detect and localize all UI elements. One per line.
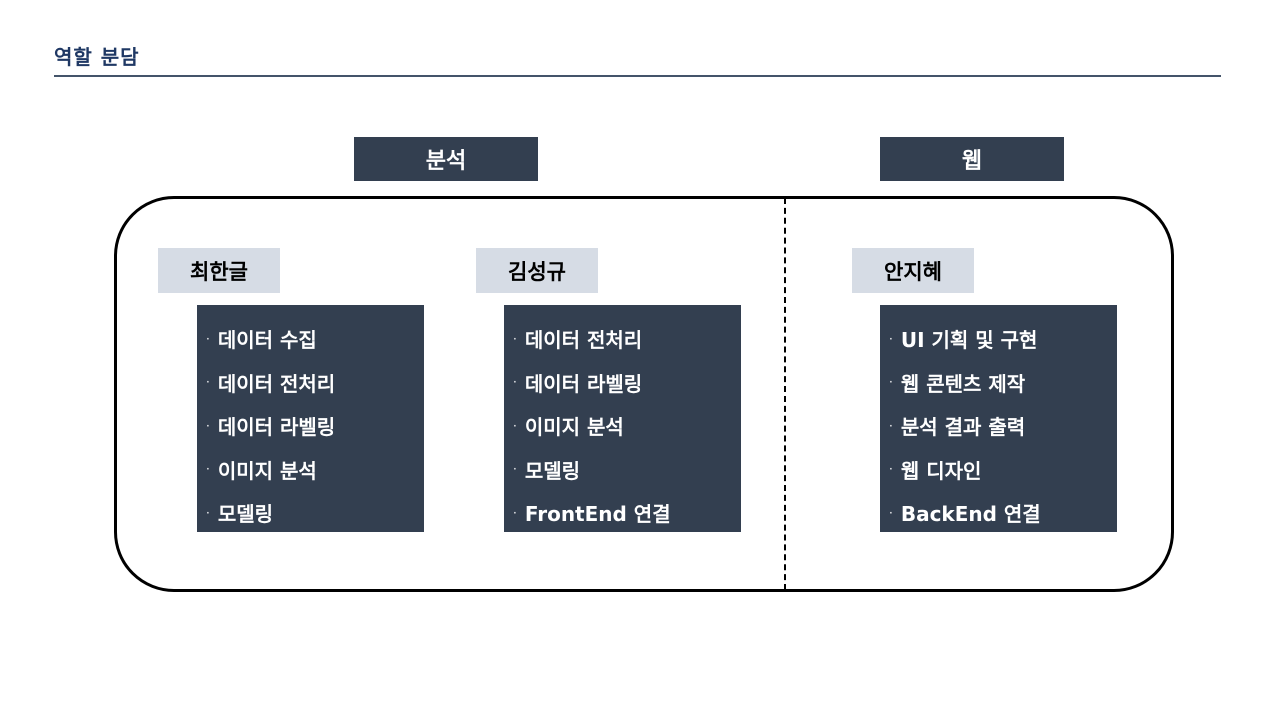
bullet: · <box>889 418 893 433</box>
bullet: · <box>889 462 893 477</box>
bullet: · <box>206 418 210 433</box>
task-label: 모델링 <box>524 458 581 483</box>
task-label: 모델링 <box>217 502 274 527</box>
task-item: · 모델링 <box>504 448 741 492</box>
bullet: · <box>206 375 210 390</box>
bullet: · <box>889 505 893 520</box>
task-item: · 모델링 <box>197 491 424 535</box>
section-divider <box>784 198 786 590</box>
task-item: · FrontEnd 연결 <box>504 491 741 535</box>
member-name-tag: 김성규 <box>476 248 598 293</box>
team-outline <box>114 196 1174 592</box>
bullet: · <box>889 375 893 390</box>
bullet: · <box>206 462 210 477</box>
task-label: 이미지 분석 <box>524 415 624 440</box>
page-title: 역할 분담 <box>54 45 140 69</box>
title-underline <box>54 75 1221 77</box>
member-name-tag: 최한글 <box>158 248 280 293</box>
task-label: 데이터 전처리 <box>217 371 336 396</box>
task-item: · UI 기획 및 구현 <box>880 317 1117 361</box>
task-label: FrontEnd 연결 <box>524 502 671 527</box>
task-label: 이미지 분석 <box>217 458 317 483</box>
task-box: · 데이터 수집 · 데이터 전처리 · 데이터 라벨링 · 이미지 분석 · 모델링 <box>197 305 424 532</box>
task-item: · 데이터 수집 <box>197 317 424 361</box>
section-header-analysis: 분석 <box>354 137 538 181</box>
task-label: 웹 디자인 <box>900 458 982 483</box>
task-label: UI 기획 및 구현 <box>900 328 1038 353</box>
task-list: · 데이터 전처리 · 데이터 라벨링 · 이미지 분석 · 모델링 · FrontEnd… <box>504 317 741 535</box>
bullet: · <box>513 375 517 390</box>
task-label: 데이터 라벨링 <box>217 415 336 440</box>
task-list: · UI 기획 및 구현 · 웹 콘텐츠 제작 · 분석 결과 출력 · 웹 디자인 ·… <box>880 317 1117 535</box>
bullet: · <box>206 505 210 520</box>
task-box: · UI 기획 및 구현 · 웹 콘텐츠 제작 · 분석 결과 출력 · 웹 디자인 ·… <box>880 305 1117 532</box>
member-name-tag: 안지혜 <box>852 248 974 293</box>
task-label: BackEnd 연결 <box>900 502 1041 527</box>
task-label: 데이터 라벨링 <box>524 371 643 396</box>
section-header-web: 웹 <box>880 137 1064 181</box>
task-label: 데이터 수집 <box>217 328 317 353</box>
task-box: · 데이터 전처리 · 데이터 라벨링 · 이미지 분석 · 모델링 · FrontEnd… <box>504 305 741 532</box>
task-item: · 데이터 라벨링 <box>504 361 741 405</box>
task-item: · 데이터 전처리 <box>504 317 741 361</box>
task-item: · 웹 디자인 <box>880 448 1117 492</box>
bullet: · <box>513 505 517 520</box>
bullet: · <box>889 331 893 346</box>
bullet: · <box>513 331 517 346</box>
task-list: · 데이터 수집 · 데이터 전처리 · 데이터 라벨링 · 이미지 분석 · 모델링 <box>197 317 424 535</box>
bullet: · <box>513 462 517 477</box>
task-label: 데이터 전처리 <box>524 328 643 353</box>
bullet: · <box>206 331 210 346</box>
task-label: 분석 결과 출력 <box>900 415 1026 440</box>
task-item: · 이미지 분석 <box>504 404 741 448</box>
task-item: · 데이터 라벨링 <box>197 404 424 448</box>
task-label: 웹 콘텐츠 제작 <box>900 371 1026 396</box>
bullet: · <box>513 418 517 433</box>
task-item: · 웹 콘텐츠 제작 <box>880 361 1117 405</box>
task-item: · 이미지 분석 <box>197 448 424 492</box>
task-item: · 데이터 전처리 <box>197 361 424 405</box>
task-item: · BackEnd 연결 <box>880 491 1117 535</box>
task-item: · 분석 결과 출력 <box>880 404 1117 448</box>
